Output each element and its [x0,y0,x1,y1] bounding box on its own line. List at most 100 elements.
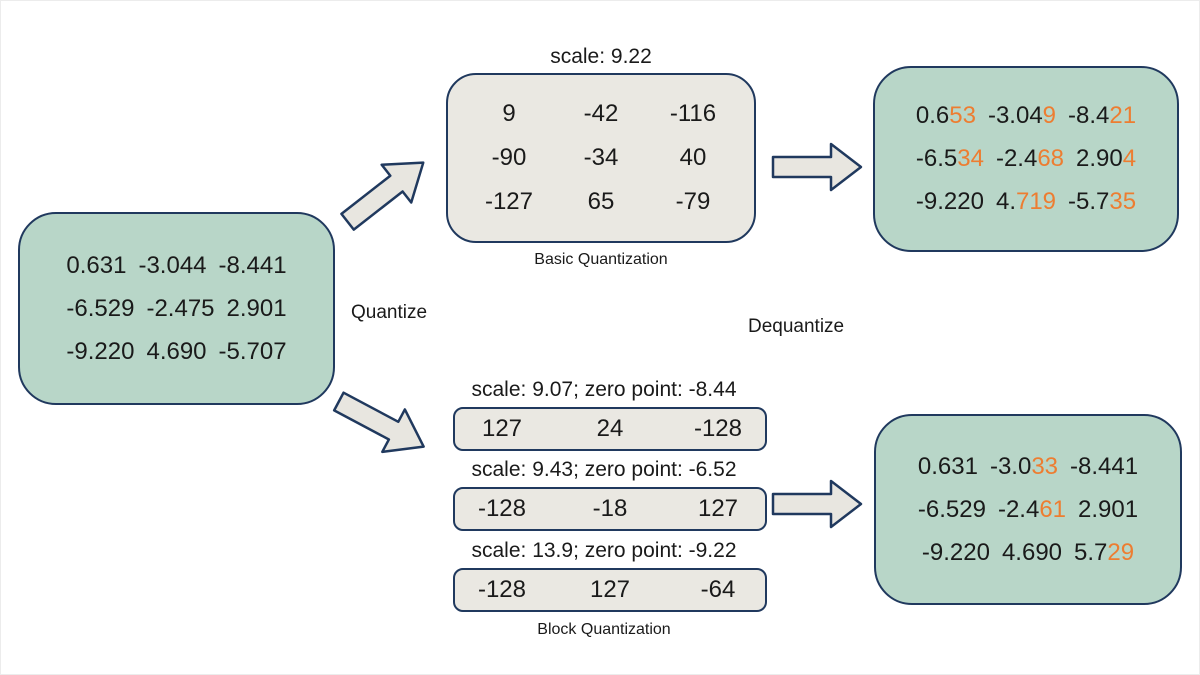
dequantize-label: Dequantize [748,316,845,337]
digits: -9.220 [915,188,984,215]
quantize-up-arrow-icon [340,161,425,231]
matrix-row: -128 -18 127 [454,490,766,528]
block-2-box: -128 -18 127 [453,487,767,531]
matrix-cell: -2.461 [998,496,1066,524]
matrix-row: -6.529 -2.461 2.901 [918,488,1138,531]
matrix-cell: 4.690 [146,337,207,365]
matrix-cell: -8.421 [1068,102,1136,130]
basic-scale-label: scale: 9.22 [550,45,652,68]
matrix-cell: -127 [484,188,534,215]
matrix-cell: -128 [477,495,527,522]
block-quantization-caption: Block Quantization [537,621,671,638]
matrix-cell: -18 [592,495,628,522]
highlighted-digits: 4 [1122,145,1137,172]
matrix-row: -9.220 4.690 -5.707 [66,330,286,373]
matrix-cell: 9 [502,100,516,127]
digits: -5.7 [1068,188,1110,215]
matrix-row: -128 127 -64 [454,571,766,609]
matrix-cell: 4.690 [1002,539,1062,567]
matrix-row: 0.631 -3.044 -8.441 [66,244,286,287]
matrix-row: -9.220 4.690 5.729 [922,531,1134,574]
matrix-row: -6.529 -2.475 2.901 [66,287,286,330]
matrix-cell: -128 [477,576,527,603]
matrix-row: -9.220 4.719 -5.735 [916,181,1136,224]
digits: 2.90 [1076,145,1123,172]
matrix-cell: -2.468 [996,145,1064,173]
matrix-cell: -8.441 [218,251,287,279]
matrix-cell: -34 [583,144,619,171]
digits: -6.5 [915,145,958,172]
digits: -8.4 [1068,102,1110,129]
matrix-cell: 2.901 [226,294,287,322]
digits: -8.441 [1070,452,1139,480]
digits: 5.7 [1074,538,1108,566]
digits: 4.690 [1001,538,1063,566]
digits: -2.4 [997,495,1040,523]
block-dequantized-matrix-box: 0.631 -3.033 -8.441 -6.529 -2.461 2.901 -9.220… [874,414,1182,605]
matrix-cell: 127 [481,415,523,442]
matrix-cell: -90 [491,144,527,171]
matrix-cell: -5.735 [1068,188,1136,216]
block-3-box: -128 127 -64 [453,568,767,612]
highlighted-digits: 21 [1109,102,1137,129]
matrix-cell: 127 [697,495,739,522]
quantize-down-arrow-icon [332,391,425,454]
matrix-cell: -9.220 [66,337,135,365]
basic-quantization-caption: Basic Quantization [534,251,668,268]
matrix-cell: 5.729 [1074,539,1134,567]
matrix-cell: -9.220 [922,539,990,567]
matrix-cell: -8.441 [1070,453,1138,481]
matrix-cell: 24 [596,415,624,442]
highlighted-digits: 68 [1037,145,1065,172]
basic-dequantized-matrix-box: 0.653 -3.049 -8.421 -6.534 -2.468 2.904 -9.220… [873,66,1179,252]
digits: -2.4 [995,145,1038,172]
digits: 0.6 [915,102,950,129]
matrix-cell: -6.529 [918,496,986,524]
matrix-cell: -6.529 [66,294,135,322]
highlighted-digits: 34 [957,145,984,172]
matrix-cell: -3.049 [988,102,1056,130]
matrix-cell: 40 [679,144,707,171]
matrix-row: -6.534 -2.468 2.904 [916,138,1136,181]
digits: -3.04 [987,102,1043,129]
digits: 0.631 [917,452,978,480]
matrix-cell: -42 [583,100,619,127]
highlighted-digits: 719 [1015,188,1057,215]
matrix-cell: -5.707 [218,337,287,365]
matrix-row: -90 -34 40 [463,136,739,180]
digits: -9.220 [921,538,990,566]
dequantize-bottom-arrow-icon [771,479,863,529]
matrix-cell: -64 [700,576,736,603]
block-1-scale-label: scale: 9.07; zero point: -8.44 [471,378,737,401]
matrix-row: 9 -42 -116 [463,92,739,136]
matrix-cell: -79 [675,188,711,215]
matrix-cell: 2.901 [1078,496,1138,524]
matrix-cell: 127 [589,576,631,603]
block-2-scale-label: scale: 9.43; zero point: -6.52 [471,458,737,481]
highlighted-digits: 35 [1109,188,1137,215]
matrix-cell: 0.631 [66,251,127,279]
highlighted-digits: 9 [1042,102,1057,129]
matrix-cell: -2.475 [146,294,215,322]
matrix-cell: -116 [669,100,717,127]
matrix-cell: 4.719 [996,188,1056,216]
digits: -3.0 [989,452,1032,480]
block-3-scale-label: scale: 13.9; zero point: -9.22 [471,539,737,562]
matrix-cell: 0.653 [916,102,976,130]
matrix-cell: 0.631 [918,453,978,481]
highlighted-digits: 29 [1107,538,1135,566]
matrix-row: 0.653 -3.049 -8.421 [916,95,1136,138]
highlighted-digits: 61 [1039,495,1067,523]
matrix-cell: -6.534 [916,145,984,173]
dequantize-top-arrow-icon [771,142,863,192]
matrix-cell: -9.220 [916,188,984,216]
digits: 4. [995,188,1016,215]
highlighted-digits: 53 [949,102,976,129]
matrix-cell: -3.044 [138,251,207,279]
highlighted-digits: 33 [1031,452,1059,480]
